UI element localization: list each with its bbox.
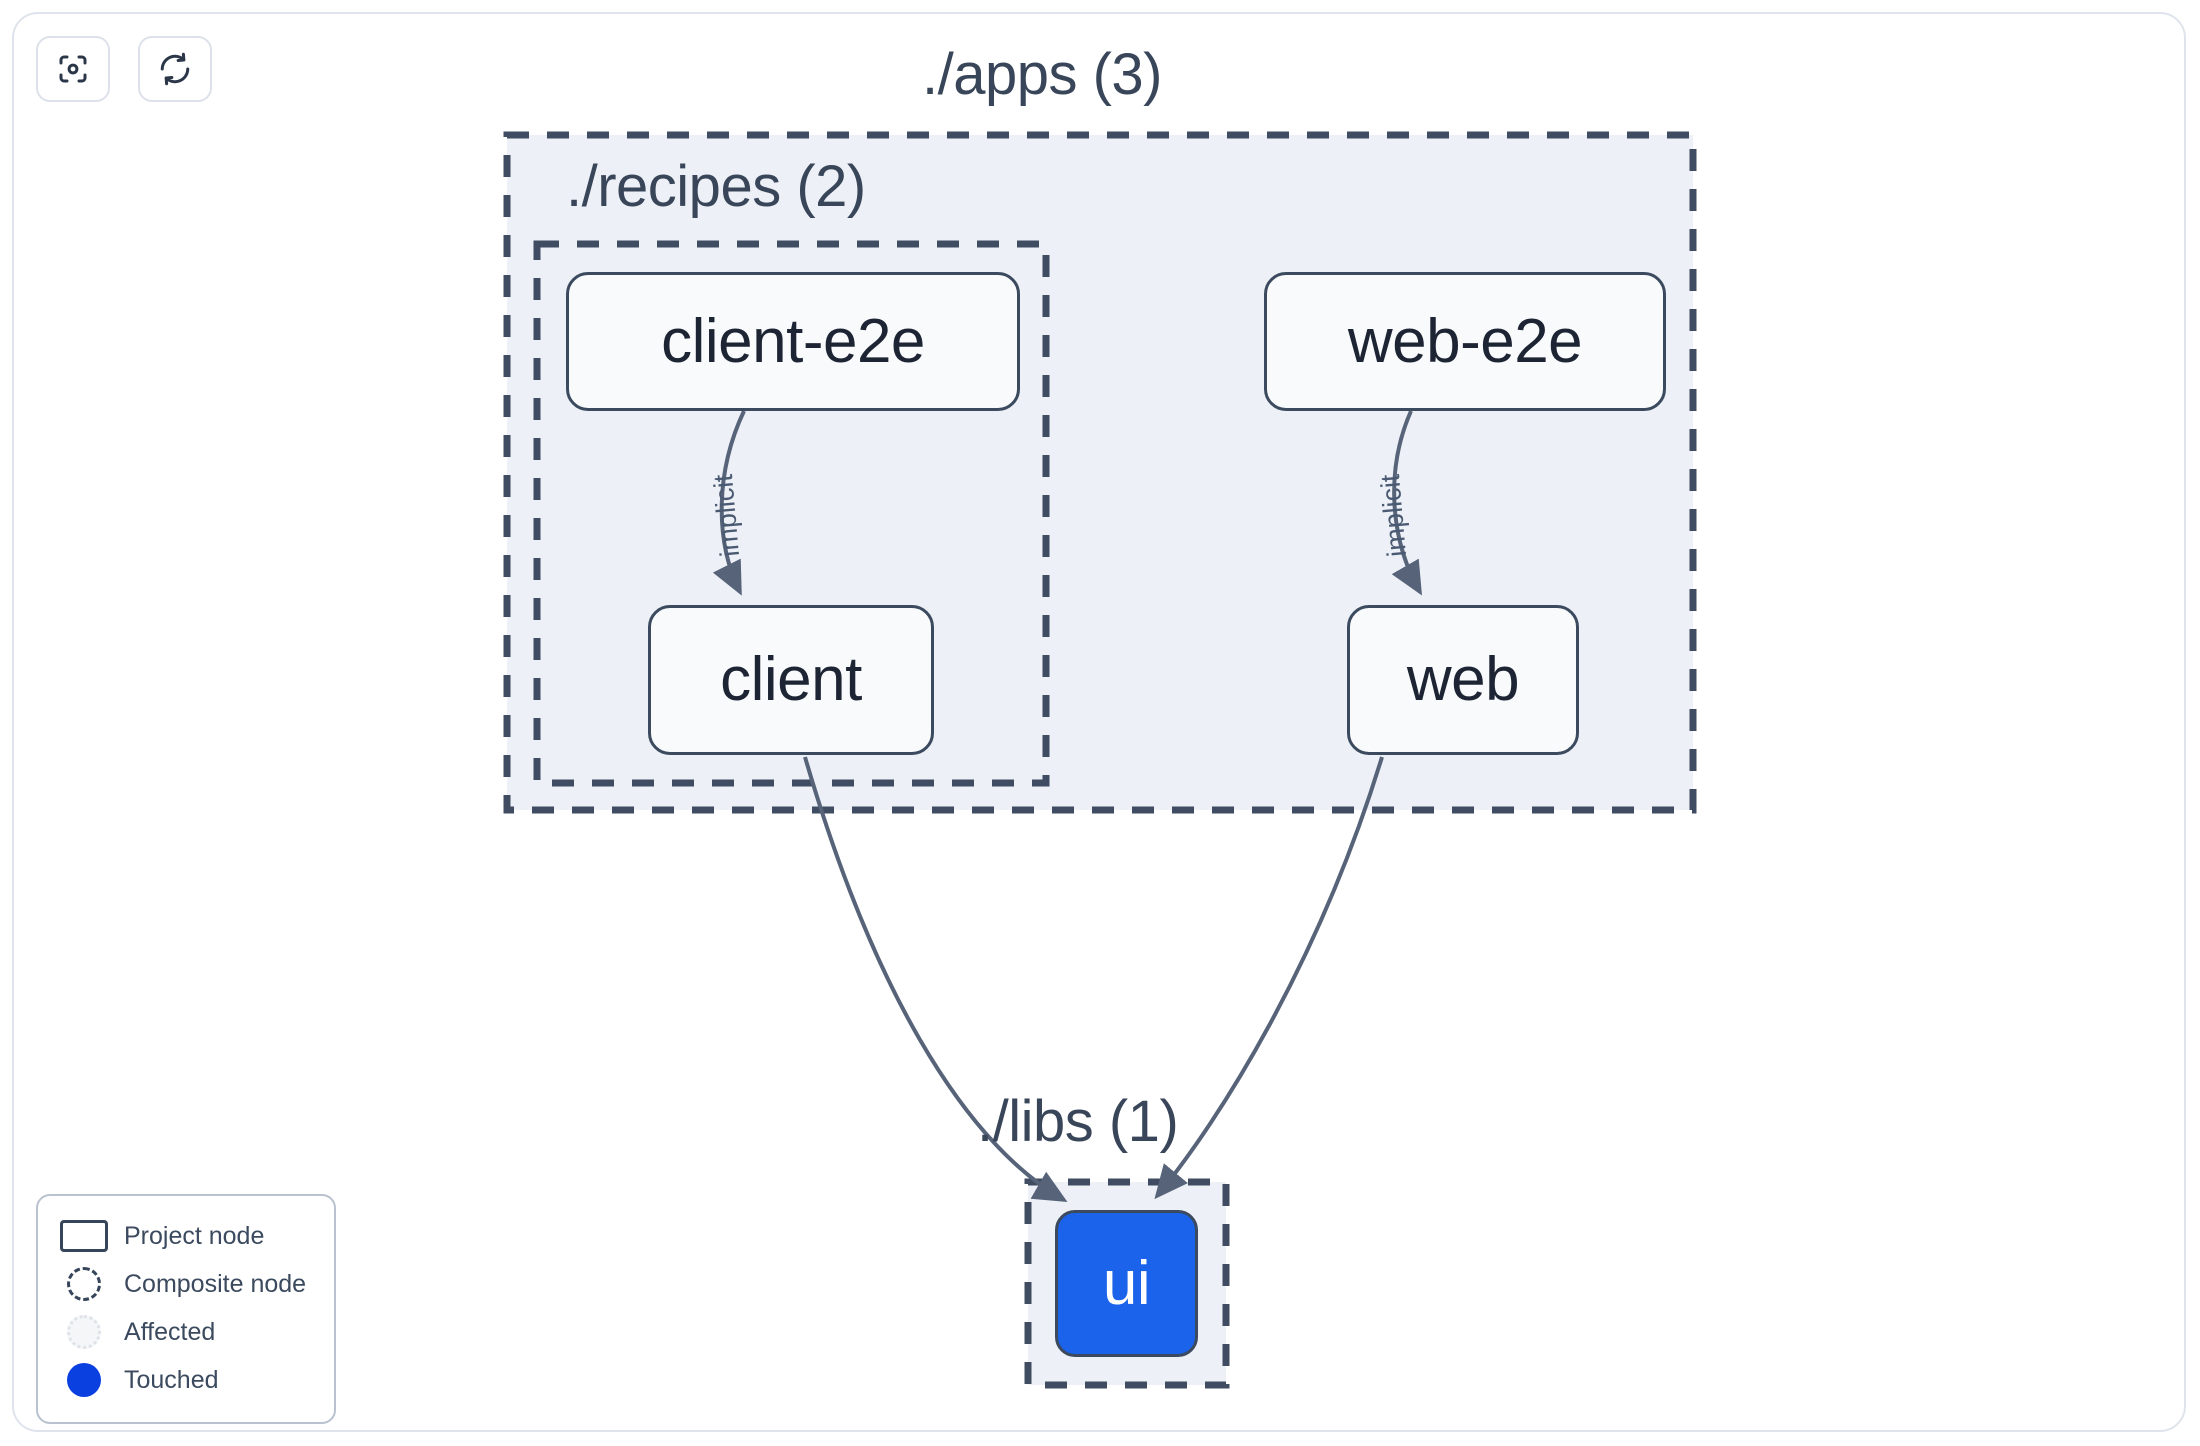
- legend-label-project-node: Project node: [124, 1221, 265, 1250]
- refresh-icon: [157, 51, 193, 87]
- node-label-ui: ui: [1102, 1248, 1151, 1318]
- legend-item-project-node: Project node: [56, 1212, 316, 1260]
- focus-graph-button[interactable]: [36, 36, 110, 102]
- refresh-graph-button[interactable]: [138, 36, 212, 102]
- node-label-client: client: [720, 645, 862, 714]
- legend-item-touched: Touched: [56, 1356, 316, 1404]
- legend-item-composite-node: Composite node: [56, 1260, 316, 1308]
- legend-item-affected: Affected: [56, 1308, 316, 1356]
- node-web[interactable]: web: [1347, 605, 1579, 755]
- node-web-e2e[interactable]: web-e2e: [1264, 272, 1666, 411]
- group-label-libs: ./libs (1): [977, 1089, 1179, 1154]
- node-label-web-e2e: web-e2e: [1347, 306, 1583, 376]
- node-label-client-e2e: client-e2e: [661, 306, 925, 376]
- group-label-apps: ./apps (3): [922, 42, 1163, 107]
- legend-label-composite-node: Composite node: [124, 1269, 307, 1298]
- group-label-recipes: ./recipes (2): [566, 154, 866, 219]
- project-node-swatch: [56, 1220, 112, 1252]
- affected-swatch: [56, 1315, 112, 1349]
- focus-target-icon: [55, 51, 91, 87]
- composite-node-swatch: [56, 1267, 112, 1301]
- node-client-e2e[interactable]: client-e2e: [566, 272, 1020, 411]
- legend-label-affected: Affected: [124, 1317, 216, 1346]
- node-ui[interactable]: ui: [1055, 1210, 1198, 1357]
- node-client[interactable]: client: [648, 605, 934, 755]
- graph-legend: Project node Composite node Affected Tou…: [36, 1194, 336, 1424]
- node-label-web: web: [1406, 645, 1520, 714]
- touched-swatch: [56, 1363, 112, 1397]
- graph-toolbar: [36, 36, 212, 102]
- legend-label-touched: Touched: [124, 1365, 219, 1394]
